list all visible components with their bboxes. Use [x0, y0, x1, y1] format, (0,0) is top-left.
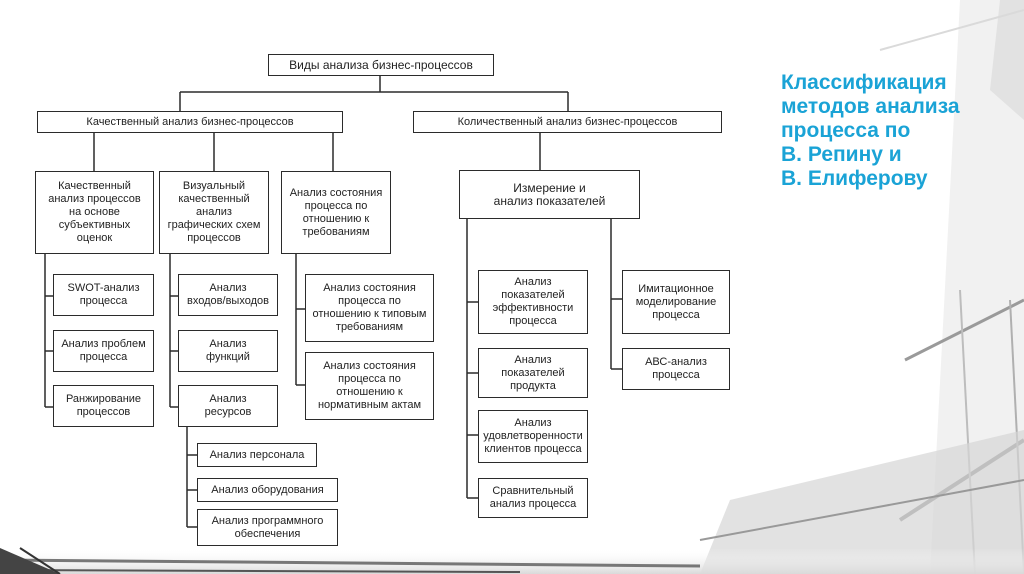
comparative-analysis-box: Сравнительный анализ процесса [478, 478, 588, 518]
problem-analysis-box: Анализ проблем процесса [53, 330, 154, 372]
slide-title: Классификация методов анализа процесса п… [781, 71, 1021, 191]
personnel-analysis-box: Анализ персонала [197, 443, 317, 467]
subjective-analysis-box: Качественный анализ процессов на основе … [35, 171, 154, 254]
software-analysis-box: Анализ программного обеспечения [197, 509, 338, 546]
swot-analysis-box: SWOT-анализ процесса [53, 274, 154, 316]
customer-satisfaction-box: Анализ удовлетворенности клиентов процес… [478, 410, 588, 463]
qualitative-analysis-box: Качественный анализ бизнес-процессов [37, 111, 343, 133]
regulatory-acts-box: Анализ состояния процесса по отношению к… [305, 352, 434, 420]
resource-analysis-box: Анализ ресурсов [178, 385, 278, 427]
measurement-box: Измерение и анализ показателей [459, 170, 640, 219]
function-analysis-box: Анализ функций [178, 330, 278, 372]
equipment-analysis-box: Анализ оборудования [197, 478, 338, 502]
state-analysis-box: Анализ состояния процесса по отношению к… [281, 171, 391, 254]
typical-requirements-box: Анализ состояния процесса по отношению к… [305, 274, 434, 342]
simulation-modeling-box: Имитационное моделирование процесса [622, 270, 730, 334]
product-indicators-box: Анализ показателей продукта [478, 348, 588, 398]
abc-analysis-box: АВС-анализ процесса [622, 348, 730, 390]
root-box: Виды анализа бизнес-процессов [268, 54, 494, 76]
quantitative-analysis-box: Количественный анализ бизнес-процессов [413, 111, 722, 133]
input-output-analysis-box: Анализ входов/выходов [178, 274, 278, 316]
ranking-box: Ранжирование процессов [53, 385, 154, 427]
visual-analysis-box: Визуальный качественный анализ графическ… [159, 171, 269, 254]
efficiency-indicators-box: Анализ показателей эффективности процесс… [478, 270, 588, 334]
